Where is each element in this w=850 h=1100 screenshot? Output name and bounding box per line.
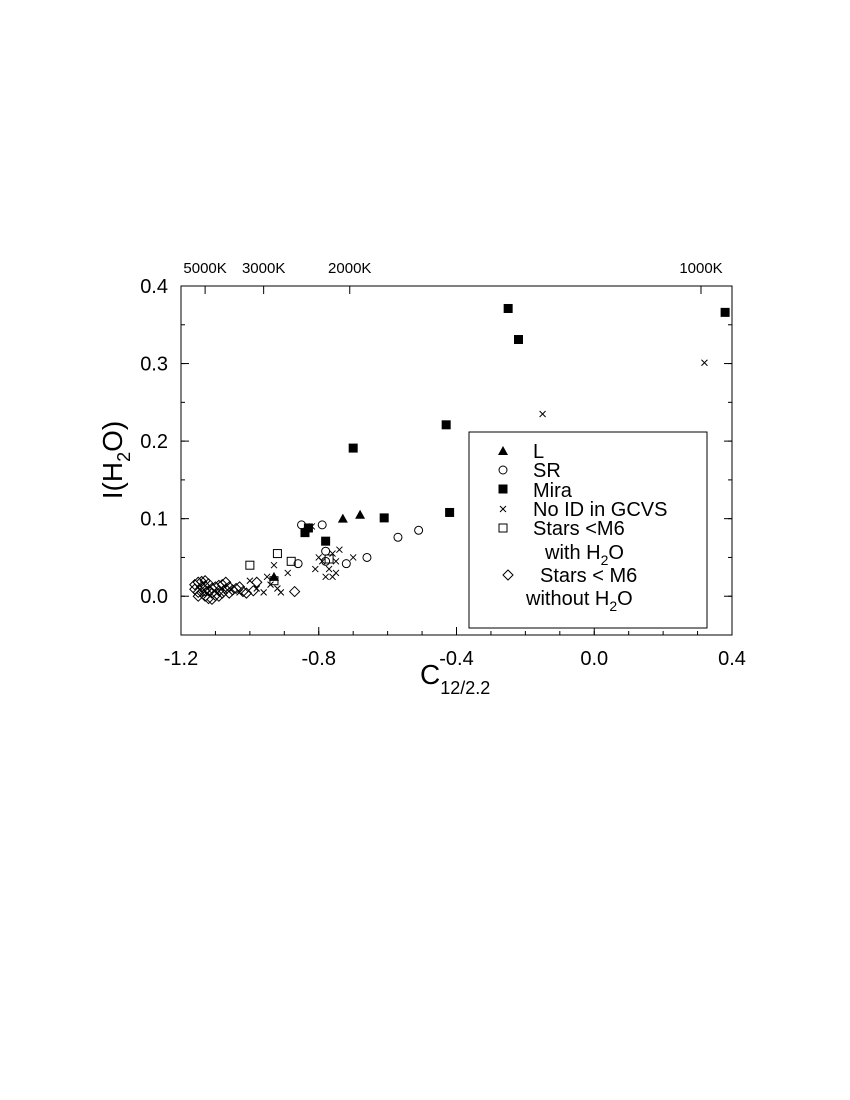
y-tick-label: 0.1 bbox=[140, 509, 168, 531]
legend-label: without H2O bbox=[525, 588, 633, 614]
legend-marker bbox=[502, 569, 514, 581]
y-tick-label: 0.0 bbox=[140, 586, 168, 608]
y-tick-label: 0.3 bbox=[140, 354, 168, 376]
data-point bbox=[341, 559, 351, 569]
data-point bbox=[223, 587, 235, 599]
data-point bbox=[237, 585, 249, 598]
data-point bbox=[311, 565, 319, 573]
x-axis-label: C12/2.2 bbox=[420, 659, 490, 698]
data-point bbox=[199, 580, 211, 592]
top-axis-label: 5000K bbox=[183, 260, 226, 277]
data-point bbox=[308, 523, 316, 530]
data-point bbox=[286, 556, 296, 566]
series-square-filled bbox=[300, 303, 730, 546]
legend-marker bbox=[499, 505, 507, 513]
axis-ticks: 0.0 0.1 0.2 0.3 0.4 -1.2 -0.8 -0.4 0.0 0.4 5000K 30… bbox=[140, 260, 746, 670]
data-point bbox=[202, 585, 215, 597]
data-point bbox=[393, 532, 403, 542]
data-point bbox=[445, 507, 455, 517]
data-point bbox=[192, 590, 204, 602]
data-point bbox=[539, 410, 546, 418]
data-point bbox=[321, 546, 331, 556]
y-axis-label: I(H2O) bbox=[97, 421, 134, 499]
series-square-open bbox=[245, 549, 334, 586]
legend-label: Stars <M6 bbox=[533, 518, 625, 540]
data-point bbox=[288, 585, 301, 598]
data-point bbox=[247, 585, 260, 597]
data-point bbox=[348, 443, 358, 453]
data-point bbox=[253, 585, 261, 592]
data-point bbox=[324, 554, 334, 564]
data-point bbox=[318, 557, 326, 565]
legend-marker bbox=[498, 465, 508, 475]
data-point bbox=[317, 520, 327, 530]
data-point bbox=[701, 359, 708, 367]
data-point bbox=[192, 586, 204, 599]
data-point bbox=[233, 581, 246, 593]
y-tick-label: 0.2 bbox=[140, 431, 168, 453]
data-point bbox=[720, 307, 730, 317]
data-point bbox=[240, 587, 253, 599]
legend-label: SR bbox=[533, 460, 561, 482]
data-point bbox=[260, 588, 268, 596]
data-point bbox=[503, 303, 513, 313]
data-point bbox=[322, 573, 329, 581]
legend-marker bbox=[498, 523, 508, 533]
top-axis-label: 2000K bbox=[328, 260, 371, 277]
data-point bbox=[321, 536, 331, 546]
data-point bbox=[337, 513, 348, 523]
data-point bbox=[325, 565, 333, 573]
legend-label: No ID in GCVS bbox=[533, 499, 667, 521]
data-point bbox=[379, 513, 389, 523]
y-tick-label: 0.4 bbox=[140, 276, 168, 298]
legend-label: Mira bbox=[533, 480, 573, 502]
data-point bbox=[199, 585, 211, 597]
data-point bbox=[300, 528, 310, 538]
data-point bbox=[349, 554, 357, 561]
data-point bbox=[329, 550, 336, 557]
top-axis-label: 1000K bbox=[679, 260, 722, 277]
legend-label: Stars < M6 bbox=[540, 565, 637, 587]
data-point bbox=[220, 576, 232, 588]
data-point bbox=[332, 569, 340, 577]
data-point bbox=[441, 420, 451, 430]
data-point bbox=[230, 582, 242, 595]
data-point bbox=[195, 575, 208, 588]
data-point bbox=[336, 546, 343, 554]
legend-box bbox=[468, 431, 708, 629]
x-tick-label: 0.4 bbox=[718, 648, 746, 670]
data-point bbox=[355, 509, 366, 519]
x-tick-label: -0.8 bbox=[302, 648, 336, 670]
top-axis-label: 3000K bbox=[242, 260, 285, 277]
x-tick-label: -1.2 bbox=[164, 648, 198, 670]
axis-labels: C12/2.2 I(H2O) bbox=[97, 421, 490, 698]
series-diamond-open bbox=[189, 575, 301, 606]
x-tick-label: 0.0 bbox=[580, 648, 608, 670]
data-point bbox=[513, 335, 523, 345]
legend-marker bbox=[498, 446, 508, 455]
data-points bbox=[189, 303, 730, 606]
x-tick-label: -0.4 bbox=[439, 648, 473, 670]
data-point bbox=[251, 576, 263, 588]
data-point bbox=[303, 523, 313, 533]
data-point bbox=[277, 588, 285, 596]
data-point bbox=[293, 559, 303, 569]
data-point bbox=[284, 569, 292, 577]
data-point bbox=[245, 560, 255, 570]
data-point bbox=[362, 552, 372, 562]
legend-marker bbox=[498, 484, 508, 494]
data-point bbox=[270, 561, 278, 569]
data-point bbox=[216, 578, 229, 591]
data-point bbox=[213, 579, 225, 592]
data-point bbox=[332, 557, 340, 565]
data-point bbox=[263, 573, 271, 581]
data-point bbox=[213, 590, 225, 602]
data-point bbox=[272, 549, 282, 559]
data-point bbox=[269, 576, 279, 586]
legend-label: with H2O bbox=[544, 542, 624, 568]
data-point bbox=[414, 525, 424, 535]
legend-label: L bbox=[533, 441, 544, 463]
